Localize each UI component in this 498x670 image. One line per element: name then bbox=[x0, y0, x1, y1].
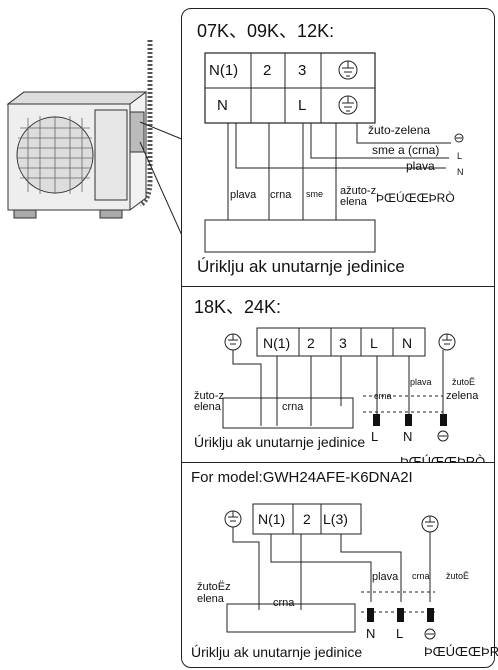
terminal-letter: N bbox=[366, 626, 376, 641]
garbled-label: ÞŒÚŒŒÞRÒ bbox=[424, 644, 498, 659]
ground-wire-label: elena bbox=[194, 401, 221, 413]
wire-label: crna bbox=[273, 597, 295, 609]
terminal-letter: N bbox=[403, 429, 413, 444]
side-label: žuto-zelena bbox=[368, 123, 431, 137]
wire-label: crna bbox=[374, 391, 392, 401]
terminal-label: 2 bbox=[307, 335, 315, 351]
wiring-diagram-bottom bbox=[224, 503, 439, 640]
outdoor-unit-illustration bbox=[6, 40, 185, 240]
terminal-label: 2 bbox=[263, 62, 272, 79]
terminal-label: N(1) bbox=[258, 511, 286, 527]
indoor-caption: Úriklju ak unutarnje jedinice bbox=[194, 434, 366, 450]
terminal-label: 3 bbox=[298, 62, 307, 79]
terminal-label: L bbox=[370, 335, 378, 351]
wire-label: žutoË bbox=[452, 377, 476, 387]
ground-wire-label: elena bbox=[197, 593, 224, 605]
wire-label: zelena bbox=[446, 390, 479, 402]
indoor-caption: Úriklju ak unutarnje jedinice bbox=[191, 644, 363, 660]
terminal-letter: L bbox=[371, 429, 379, 444]
panel-07k-12k bbox=[181, 8, 495, 288]
indoor-caption: Úriklju ak unutarnje jedinice bbox=[197, 257, 405, 276]
garbled-label: ÞŒÚŒŒÞRÒ bbox=[376, 191, 455, 205]
terminal-label: L(3) bbox=[323, 511, 348, 527]
terminal-label: N bbox=[217, 97, 228, 114]
wiring-diagram-top bbox=[204, 52, 464, 253]
wiring-diagram-middle bbox=[222, 327, 456, 442]
panel-gwh24afe bbox=[181, 462, 495, 668]
wire-label: ažuto-z bbox=[340, 185, 377, 197]
wire-label: crna bbox=[270, 189, 292, 201]
side-label: N bbox=[457, 167, 464, 177]
terminal-label: N bbox=[402, 335, 413, 351]
ground-wire-label: žuto-z bbox=[194, 390, 224, 402]
section-title-middle: 18K、24K: bbox=[194, 297, 282, 317]
ground-wire-label: žutoËz bbox=[197, 581, 231, 593]
wire-label: plava bbox=[410, 377, 432, 387]
side-label: plava bbox=[406, 159, 435, 173]
side-label: L bbox=[457, 151, 463, 161]
terminal-label: 2 bbox=[303, 511, 311, 527]
terminal-label: 3 bbox=[339, 335, 347, 351]
terminal-label: N(1) bbox=[209, 62, 239, 79]
terminal-label: N(1) bbox=[263, 335, 291, 351]
wire-label: crna bbox=[282, 401, 304, 413]
wire-label: žutoË bbox=[446, 571, 470, 581]
wire-label: elena bbox=[340, 196, 367, 208]
section-title-bottom: For model:GWH24AFE-K6DNA2I bbox=[191, 469, 413, 486]
terminal-letter: L bbox=[396, 626, 404, 641]
terminal-label: L bbox=[298, 97, 307, 114]
wire-label: crna bbox=[412, 571, 430, 581]
wire-label: sme bbox=[306, 189, 324, 199]
section-title-top: 07K、09K、12K: bbox=[197, 21, 335, 41]
wire-label: plava bbox=[372, 571, 399, 583]
side-label: sme a (crna) bbox=[372, 143, 440, 157]
wire-label: plava bbox=[230, 189, 257, 201]
